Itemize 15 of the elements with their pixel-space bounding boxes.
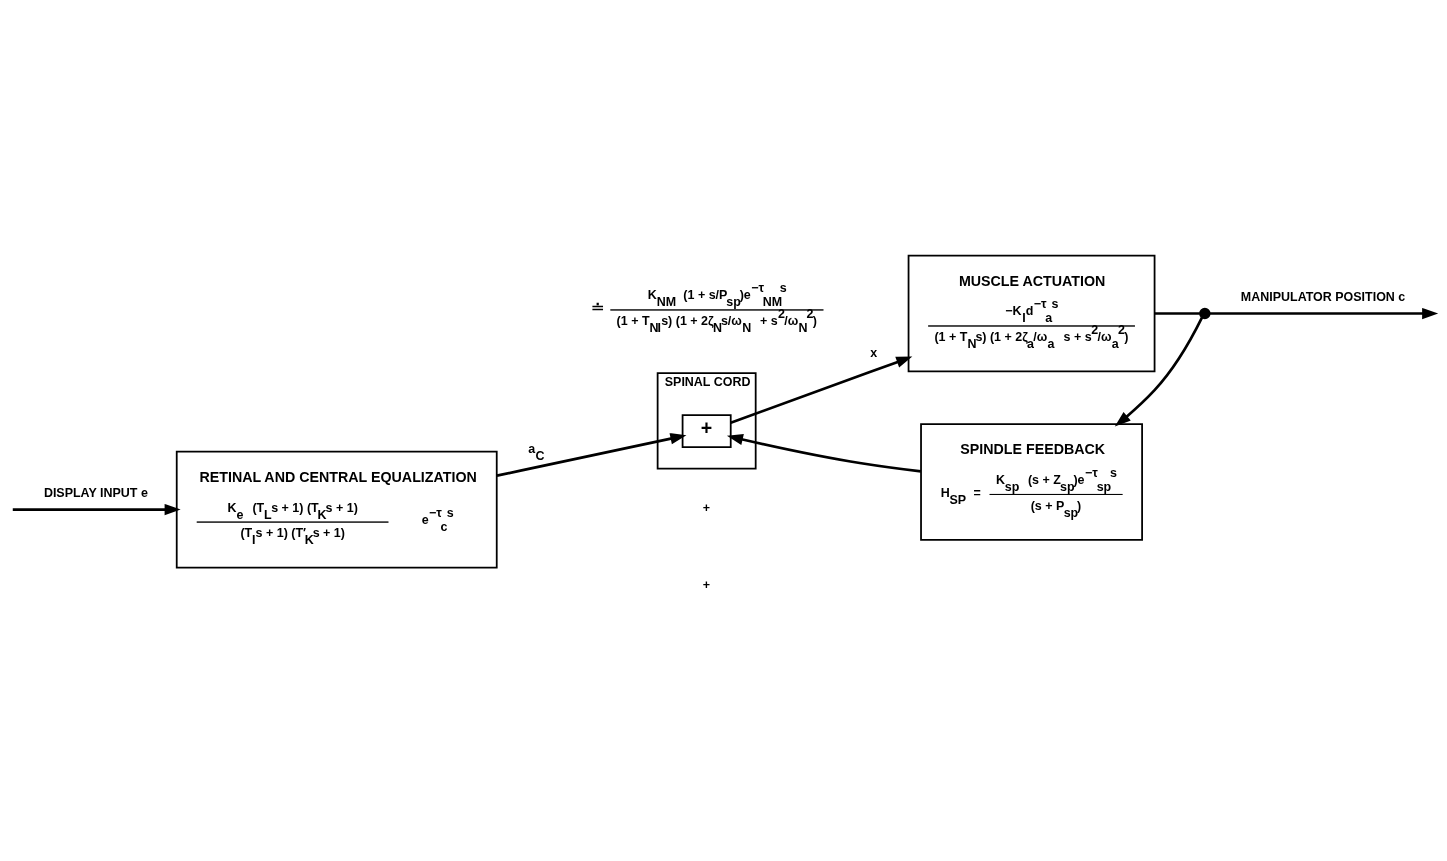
edge-label: x bbox=[870, 345, 878, 360]
node-box: + bbox=[681, 414, 732, 449]
arrow bbox=[496, 433, 687, 477]
arrow bbox=[1209, 307, 1439, 320]
connector bbox=[1154, 312, 1200, 315]
label: + bbox=[702, 501, 710, 516]
node-circle bbox=[1199, 307, 1211, 320]
arrow bbox=[1114, 317, 1204, 427]
edge-label: MANIPULATOR POSITION c bbox=[1240, 289, 1406, 304]
label: ≐ bbox=[590, 297, 604, 316]
edge-label: DISPLAY INPUT e bbox=[43, 485, 148, 500]
arrow bbox=[730, 356, 913, 424]
arrow bbox=[12, 504, 181, 516]
label: + bbox=[702, 577, 710, 592]
arrow bbox=[726, 434, 922, 473]
